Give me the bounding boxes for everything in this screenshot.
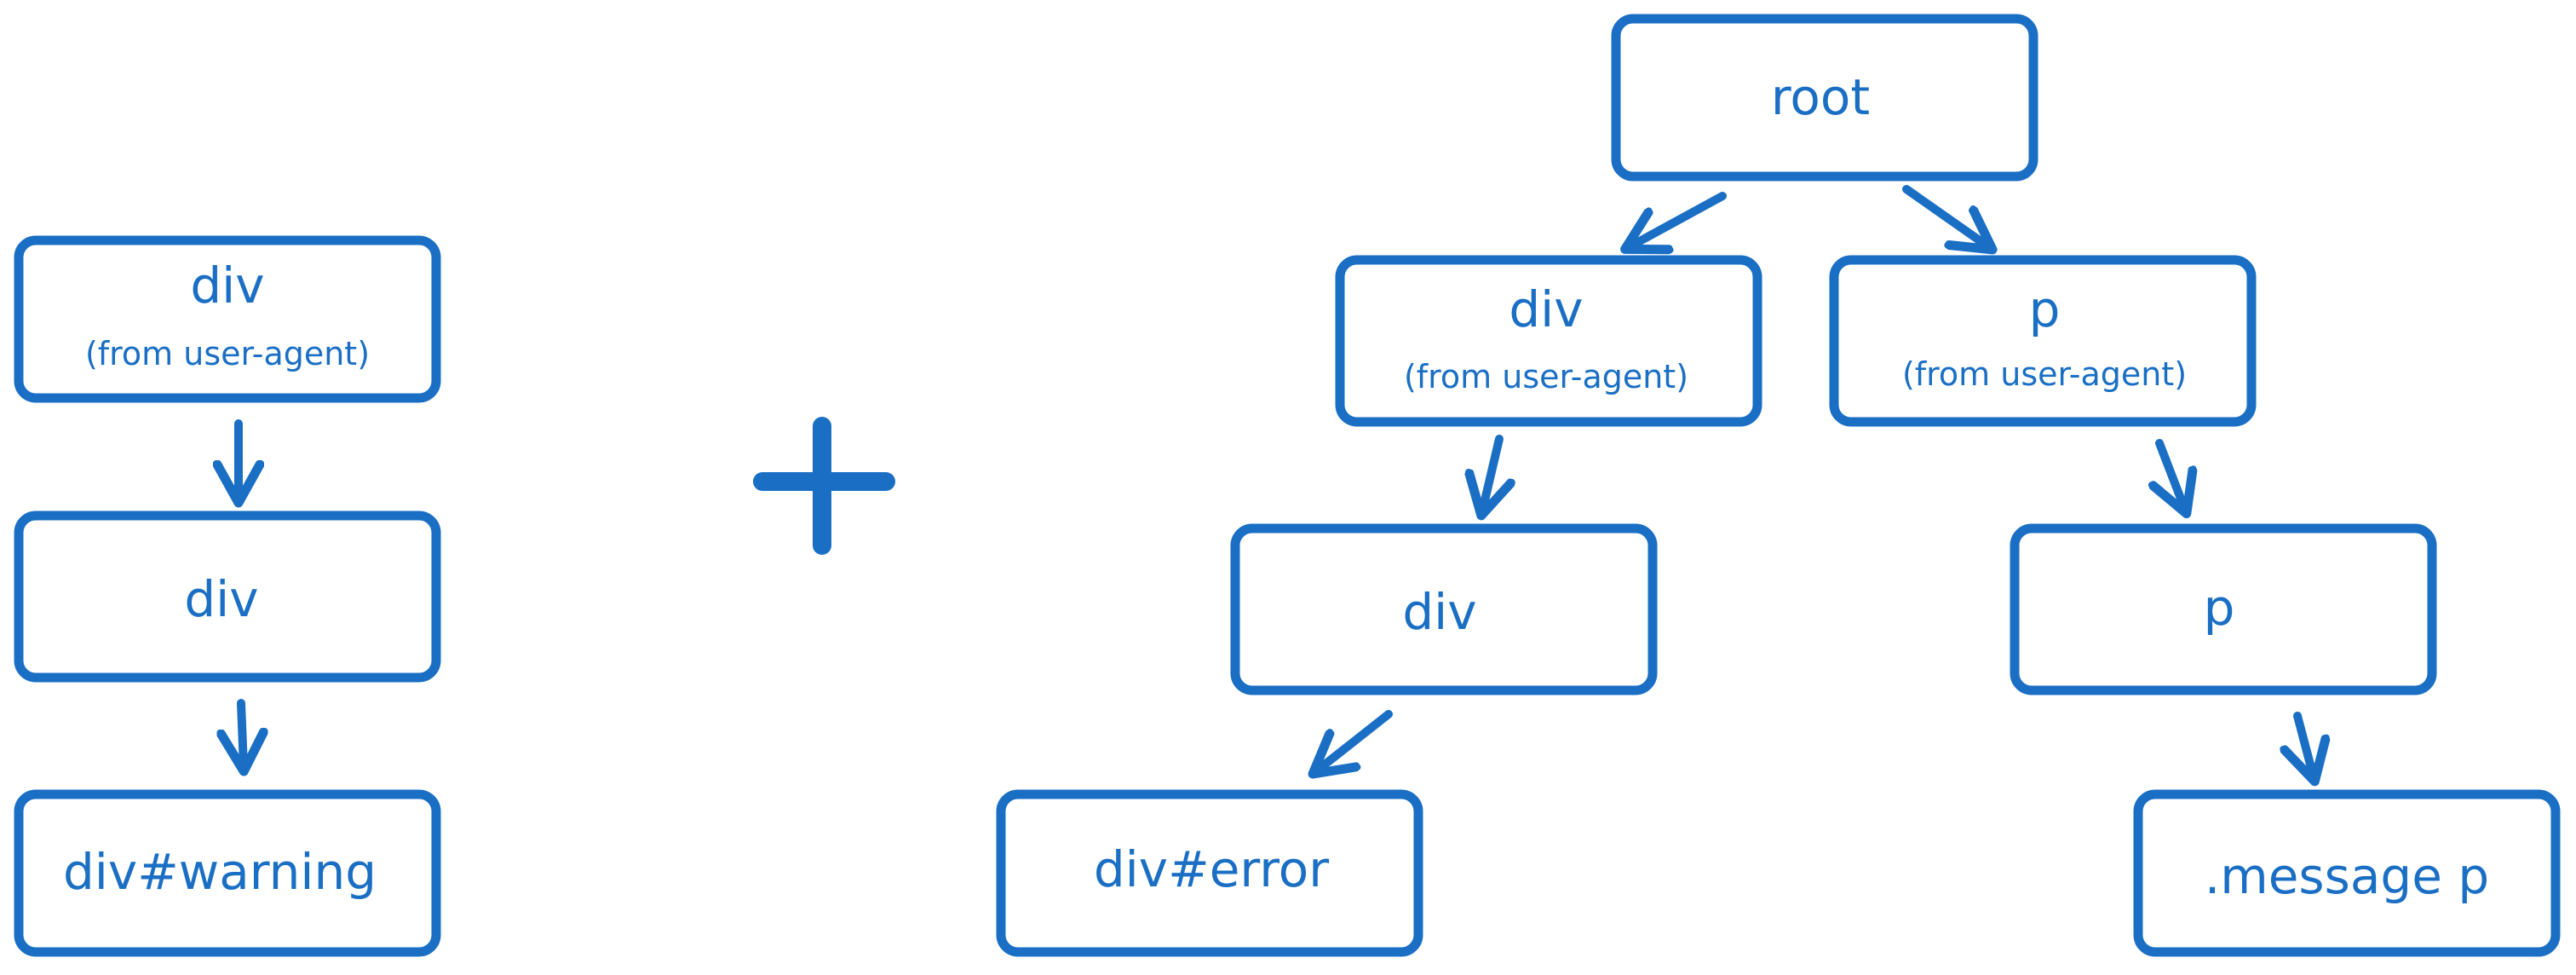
tree-node-message-p: .message p: [2133, 789, 2561, 957]
style-tree: root div (from user-agent) p (from user-…: [996, 14, 2561, 957]
tree-edge-root-to-div: [1629, 192, 1727, 247]
tree-edge-div-to-div-error: [1316, 710, 1393, 771]
tree-node-root-label: root: [1771, 68, 1870, 126]
left-node-div: div: [14, 511, 441, 683]
tree-edge-root-to-p: [1902, 185, 1989, 247]
tree-node-message-p-label: .message p: [2205, 847, 2489, 905]
left-node-div-warning: div#warning: [14, 789, 441, 957]
tree-node-div-label: div: [1402, 583, 1476, 641]
tree-node-div-user-agent-label: div: [1509, 280, 1583, 338]
left-node-div-user-agent: div (from user-agent): [14, 235, 441, 403]
tree-edge-p-ua-to-p: [2159, 439, 2185, 510]
tree-node-p-user-agent-label: p: [2029, 280, 2061, 338]
plus-icon: [753, 417, 895, 555]
tree-node-div-user-agent: div (from user-agent): [1335, 255, 1762, 427]
tree-edge-div-ua-to-div: [1482, 435, 1499, 511]
left-node-div-user-agent-sublabel: (from user-agent): [85, 335, 370, 372]
tree-node-p-label: p: [2204, 579, 2235, 637]
tree-node-div-user-agent-sublabel: (from user-agent): [1404, 358, 1688, 395]
tree-edge-p-to-message-p: [2297, 712, 2314, 777]
left-node-div-user-agent-label: div: [190, 257, 264, 314]
tree-node-p-user-agent-sublabel: (from user-agent): [1902, 355, 2187, 393]
tree-node-div-error: div#error: [996, 789, 1423, 957]
left-node-div-warning-label: div#warning: [63, 843, 377, 901]
left-node-div-label: div: [184, 570, 258, 628]
left-chain: div (from user-agent) div div#warning: [14, 235, 441, 957]
tree-node-div: div: [1230, 523, 1658, 695]
left-edge-2: [241, 699, 244, 767]
tree-node-p-user-agent: p (from user-agent): [1829, 255, 2257, 427]
tree-node-div-error-label: div#error: [1094, 840, 1329, 898]
tree-node-root: root: [1611, 14, 2038, 182]
tree-node-p: p: [2010, 523, 2437, 695]
